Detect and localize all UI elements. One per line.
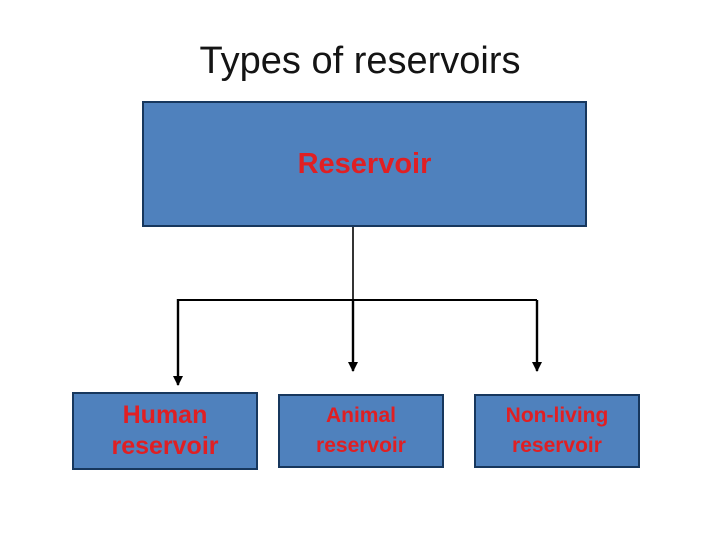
node-nonliving-reservoir: Non-living reservoir	[474, 394, 640, 468]
node-animal-reservoir: Animal reservoir	[278, 394, 444, 468]
node-human-reservoir: Human reservoir	[72, 392, 258, 470]
node-nonliving-reservoir-label: Non-living reservoir	[505, 403, 609, 457]
node-reservoir-label: Reservoir	[297, 147, 432, 180]
node-animal-reservoir-label: Animal reservoir	[316, 403, 406, 457]
node-human-reservoir-label: Human reservoir	[111, 400, 219, 460]
node-reservoir: Reservoir	[142, 101, 587, 227]
slide-title: Types of reservoirs	[199, 40, 521, 82]
